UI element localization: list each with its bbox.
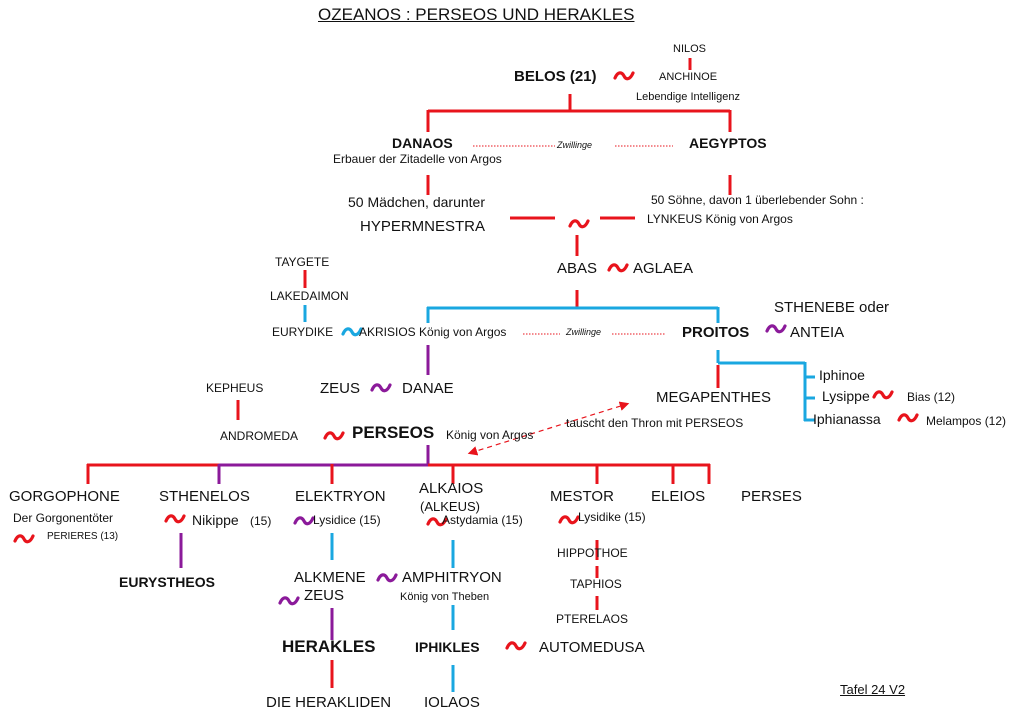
node-iolaos: IOLAOS [424,694,480,711]
node-zeus-1: ZEUS [320,380,361,397]
node-anchinoe: ANCHINOE [659,71,718,83]
node-perseos-note: König von Argos [446,428,534,442]
node-lysidice: Lysidice (15) [313,513,381,527]
node-throne-note: tauscht den Thron mit PERSEOS [566,416,744,430]
marriage-tilde-icon [341,327,363,337]
marriage-tilde-icon [897,413,919,423]
marriage-tilde-icon [568,219,590,229]
node-lakedaimon: LAKEDAIMON [270,289,349,303]
node-iphinoe: Iphinoe [819,367,865,383]
node-taphios: TAPHIOS [570,577,622,591]
node-aglaea: AGLAEA [633,260,694,277]
node-sthenebe: STHENEBE oder [774,299,890,316]
node-danae: DANAE [402,380,454,397]
node-automedusa: AUTOMEDUSA [539,639,645,656]
node-kepheus: KEPHEUS [206,381,264,395]
node-eurystheos: EURYSTHEOS [119,574,215,590]
node-nilos: NILOS [673,43,707,55]
node-iphianassa: Iphianassa [813,411,881,427]
node-perieres: PERIERES (13) [47,531,119,542]
node-hippothoe: HIPPOTHOE [557,546,628,560]
marriage-tilde-icon [13,534,35,544]
node-aegyptos: AEGYPTOS [689,135,767,151]
node-alkeus: (ALKEUS) [420,499,480,514]
marriage-tilde-icon [613,71,635,81]
node-lysippe: Lysippe [822,388,870,404]
node-abas: ABAS [557,260,598,277]
node-elektryon: ELEKTRYON [295,488,386,505]
page-title: OZEANOS : PERSEOS UND HERAKLES [318,5,635,24]
marriage-tilde-icon [323,431,345,441]
node-sthenelos: STHENELOS [159,488,250,505]
node-zeus-2: ZEUS [304,587,345,604]
marriage-tilde-icon [370,383,392,393]
node-perses: PERSES [741,488,802,505]
node-twins-1: Zwillinge [557,140,593,150]
node-nikippe: Nikippe [192,512,239,528]
node-lynkeus: LYNKEUS König von Argos [647,212,793,226]
marriage-tilde-icon [607,263,629,273]
node-mestor: MESTOR [550,488,614,505]
node-proitos: PROITOS [682,324,750,341]
throne-exchange-arrow [467,401,630,456]
marriage-tilde-icon [558,515,580,525]
node-bias: Bias (12) [907,390,956,404]
node-alkmene: ALKMENE [294,569,366,586]
node-andromeda: ANDROMEDA [220,429,299,443]
marriage-tilde-icon [376,573,398,583]
plate-label: Tafel 24 V2 [840,682,906,697]
marriage-tilde-icon [293,516,315,526]
node-amphitryon: AMPHITRYON [402,569,502,586]
node-astydamia: Astydamia (15) [442,513,523,527]
node-nikippe-ref: (15) [250,514,272,528]
node-herakliden: DIE HERAKLIDEN [266,694,392,711]
node-daughters: 50 Mädchen, darunter [348,194,485,210]
node-perseos: PERSEOS [352,423,435,442]
node-taygete: TAYGETE [275,255,330,269]
node-danaos-note: Erbauer der Zitadelle von Argos [333,152,502,166]
marriage-tilde-icon [765,324,787,334]
node-eurydike: EURYDIKE [272,325,334,339]
node-belos: BELOS (21) [514,68,597,85]
node-iphikles: IPHIKLES [415,639,480,655]
node-gorgophone: GORGOPHONE [9,488,120,505]
node-akrisios: AKRISIOS König von Argos [359,325,507,339]
node-lysidike: Lysidike (15) [578,510,646,524]
node-anteia: ANTEIA [790,324,845,341]
marriage-tilde-icon [278,596,300,606]
marriage-tilde-icon [164,514,186,524]
node-amphitryon-note: König von Theben [400,591,490,603]
marriage-tilde-icon [872,390,894,400]
marriage-tilde-icon [505,641,527,651]
node-twins-2: Zwillinge [566,327,602,337]
marriage-tilde-icon [426,517,448,527]
node-megapenthes: MEGAPENTHES [656,389,772,406]
node-eleios: ELEIOS [651,488,706,505]
node-anchinoe-note: Lebendige Intelligenz [636,91,740,103]
node-sons: 50 Söhne, davon 1 überlebender Sohn : [651,193,864,207]
node-pterelaos: PTERELAOS [556,612,629,626]
node-alkaios: ALKAIOS [419,480,484,497]
node-gorgophone-note: Der Gorgonentöter [13,511,114,525]
node-danaos: DANAOS [392,135,453,151]
node-herakles: HERAKLES [282,637,376,656]
node-hypermnestra: HYPERMNESTRA [360,218,486,235]
node-melampos: Melampos (12) [926,414,1007,428]
